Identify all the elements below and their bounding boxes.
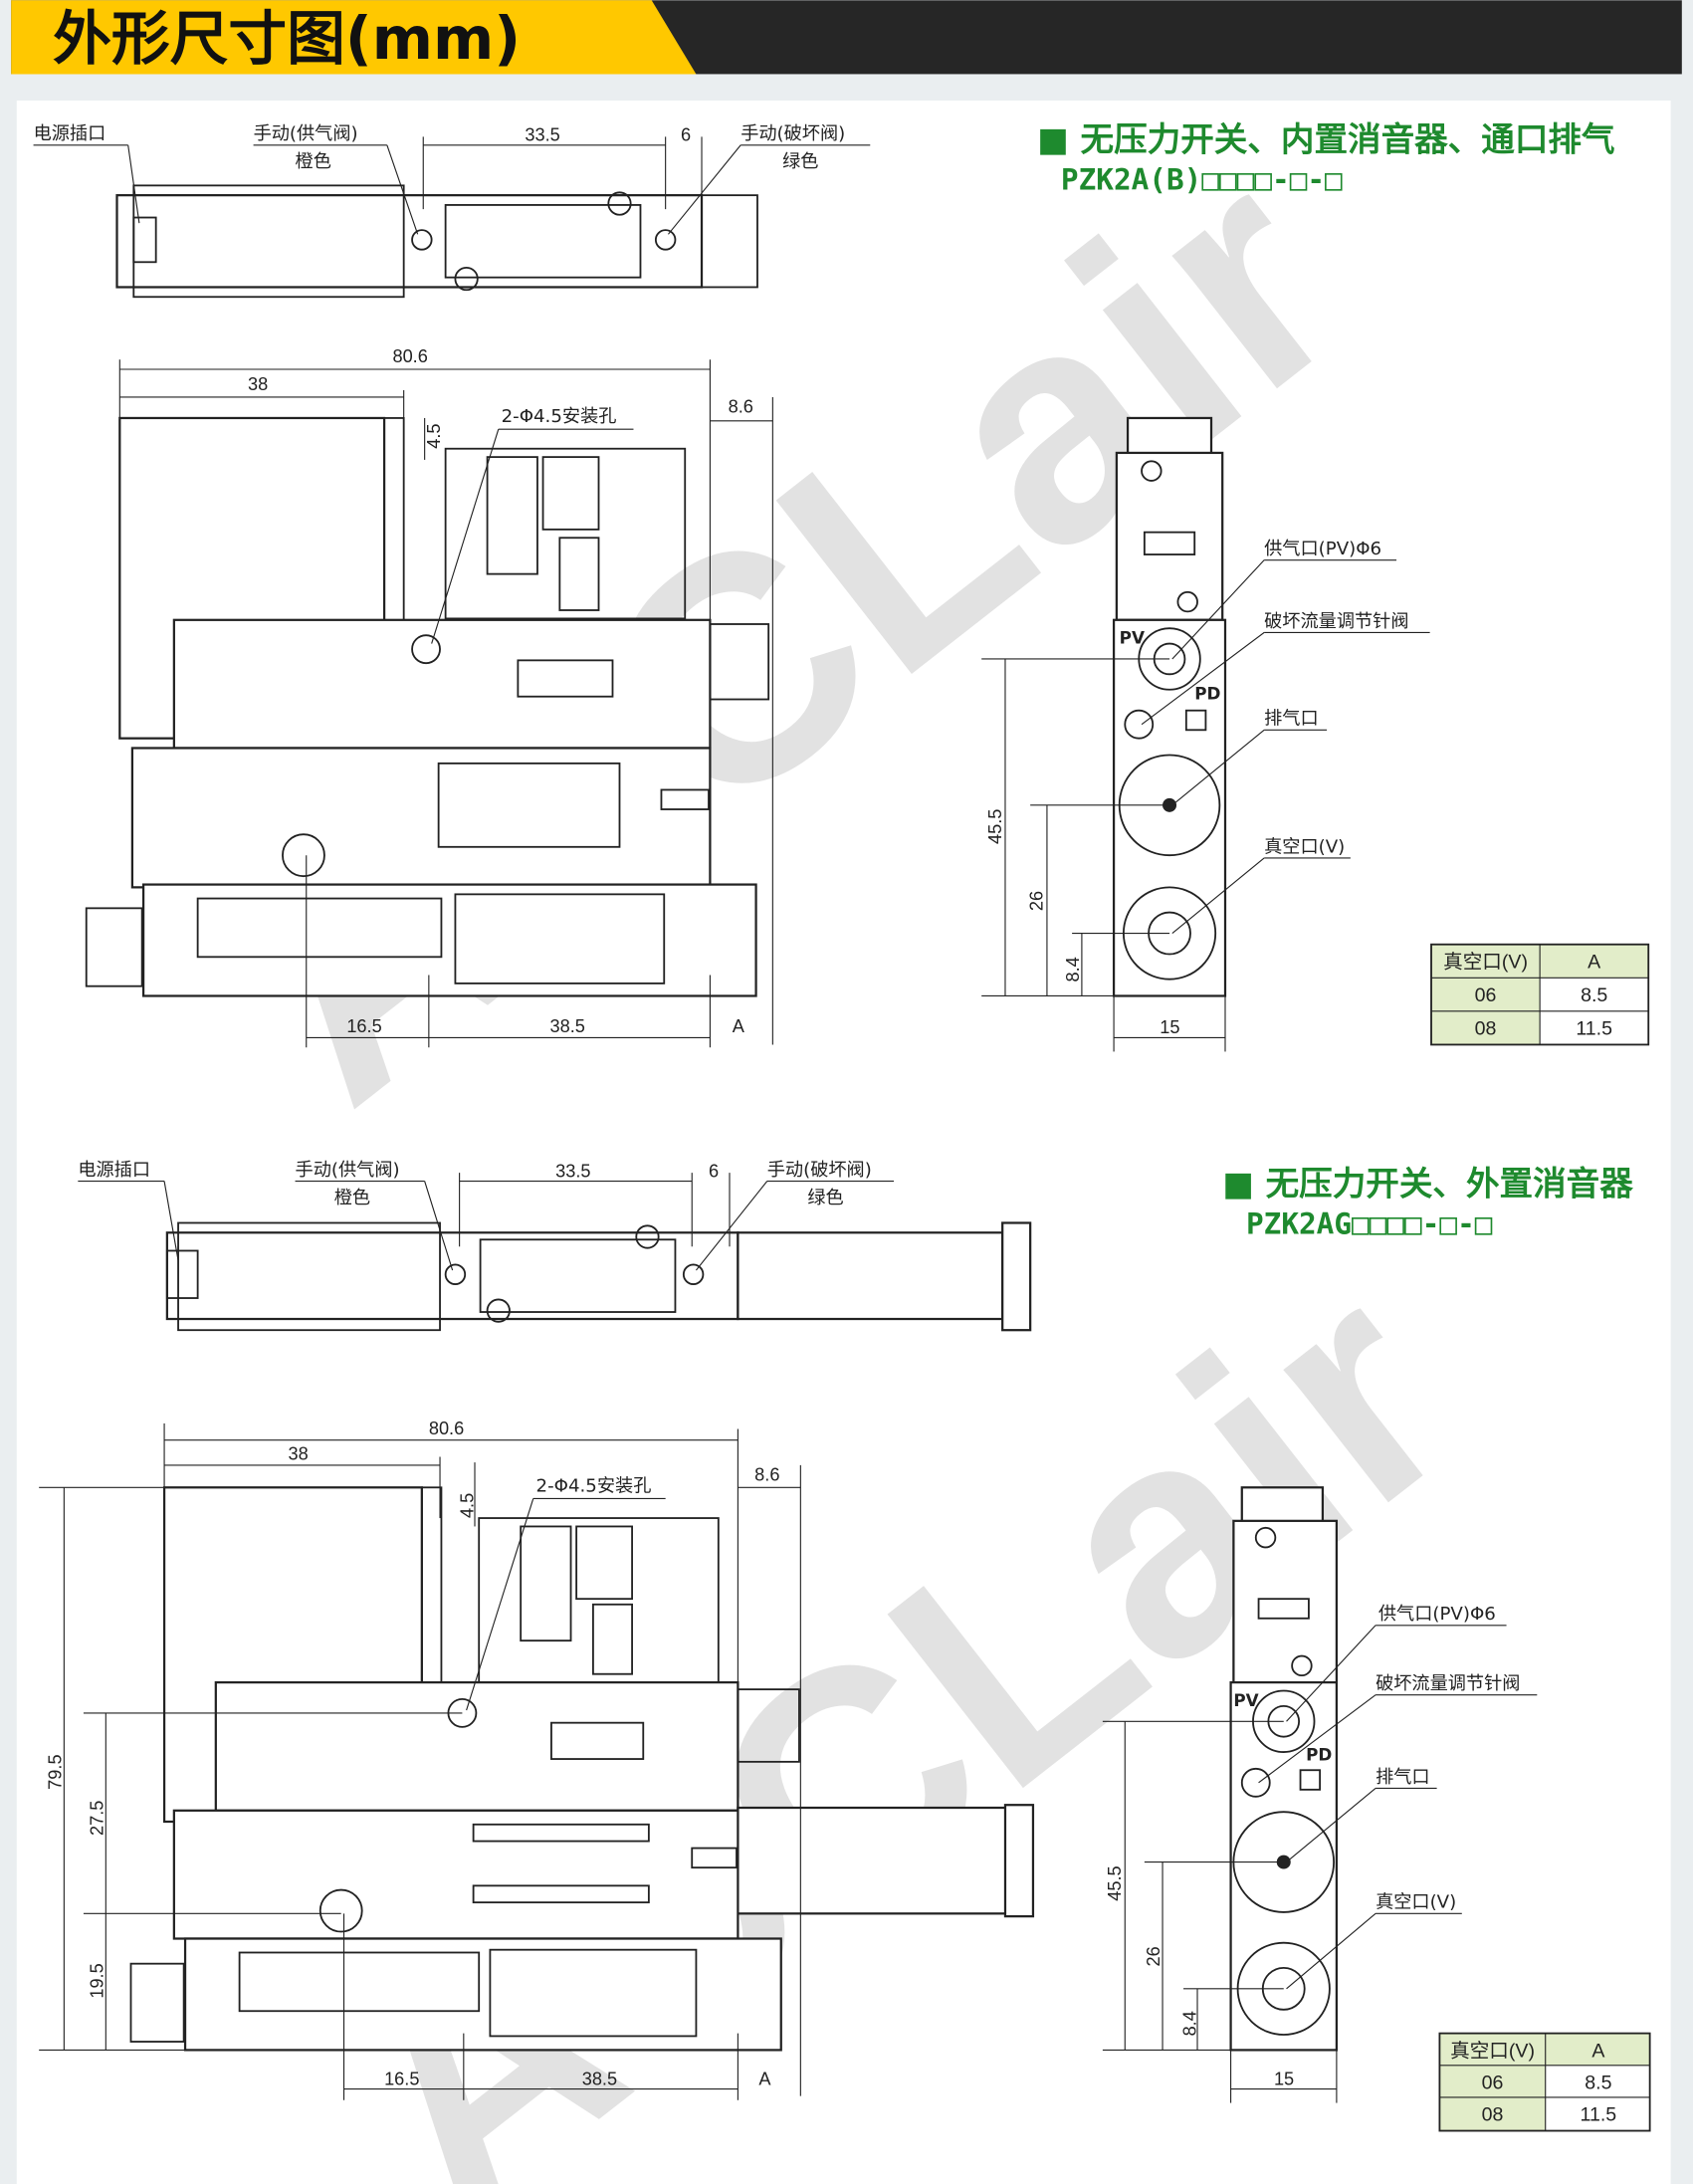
label-pd: PD xyxy=(1194,684,1220,704)
top-view-1: 电源插口 手动(供气阀) 橙色 33.5 6 手动(破坏阀) 绿色 xyxy=(33,123,871,299)
dim-19-5: 19.5 xyxy=(88,1963,107,1998)
dim-27-5: 27.5 xyxy=(88,1801,107,1836)
label-green: 绿色 xyxy=(807,1188,843,1208)
dim-8-4: 8.4 xyxy=(1180,2011,1200,2036)
dim-4-5: 4.5 xyxy=(424,423,444,448)
label-power-port: 电源插口 xyxy=(34,123,106,144)
dim-80-6: 80.6 xyxy=(429,1419,464,1438)
label-supply-port: 供气口(PV)Φ6 xyxy=(1264,539,1381,559)
label-needle-valve: 破坏流量调节针阀 xyxy=(1376,1673,1520,1694)
front-view-1: 80.6 38 8.6 4.5 2-Φ4.5安装孔 16.5 38.5 A xyxy=(85,346,773,1048)
dim-a: A xyxy=(733,1016,745,1036)
front-view-2: 80.6 38 8.6 4.5 2-Φ4.5安装孔 79.5 27.5 19.5… xyxy=(39,1419,1035,2100)
table-cell: 8.5 xyxy=(1581,984,1607,1006)
label-vacuum-port: 真空口(V) xyxy=(1264,836,1345,857)
dim-4-5: 4.5 xyxy=(458,1493,478,1518)
label-power-port: 电源插口 xyxy=(78,1160,150,1181)
dim-45-5: 45.5 xyxy=(985,809,1005,844)
label-manual-supply: 手动(供气阀) xyxy=(254,123,358,144)
side-view-1: PV PD 供气口(PV)Φ6 破坏流量调节针阀 排气口 真空口(V) 45.5… xyxy=(981,416,1430,1052)
table-cell: 11.5 xyxy=(1581,2104,1617,2126)
table-header: 真空口(V) xyxy=(1450,2040,1535,2062)
dim-8-4: 8.4 xyxy=(1063,957,1083,982)
label-mount-holes: 2-Φ4.5安装孔 xyxy=(502,406,617,427)
dim-80-6: 80.6 xyxy=(392,346,427,366)
label-needle-valve: 破坏流量调节针阀 xyxy=(1264,611,1408,632)
table-cell: 11.5 xyxy=(1576,1018,1612,1040)
page-title: 外形尺寸图(mm) xyxy=(53,4,521,73)
side-view-2: PV PD 供气口(PV)Φ6 破坏流量调节针阀 排气口 真空口(V) 45.5… xyxy=(1102,1486,1538,2103)
section2-title: ■ 无压力开关、外置消音器 xyxy=(1222,1165,1633,1203)
section1-title: ■ 无压力开关、内置消音器、通口排气 xyxy=(1037,119,1614,158)
dim-38-5: 38.5 xyxy=(550,1016,585,1036)
section2-model: PZK2AG□□□□-□-□ xyxy=(1246,1207,1493,1241)
dim-8-6: 8.6 xyxy=(729,396,753,416)
table-header: 真空口(V) xyxy=(1443,952,1528,974)
label-exhaust: 排气口 xyxy=(1376,1767,1430,1788)
table-header: A xyxy=(1591,2040,1605,2062)
dim-16-5: 16.5 xyxy=(384,2069,419,2088)
label-orange: 橙色 xyxy=(334,1188,370,1208)
dim-33-5: 33.5 xyxy=(525,125,559,145)
label-pd: PD xyxy=(1306,1744,1332,1764)
label-manual-break: 手动(破坏阀) xyxy=(741,123,845,144)
dim-a: A xyxy=(758,2069,771,2088)
label-pv: PV xyxy=(1233,1690,1258,1710)
dim-45-5: 45.5 xyxy=(1105,1865,1125,1900)
dim-16-5: 16.5 xyxy=(346,1016,381,1036)
table-header: A xyxy=(1587,952,1601,974)
port-size-table-2: 真空口(V) A 06 8.5 08 11.5 xyxy=(1438,2032,1651,2132)
dim-38: 38 xyxy=(289,1443,309,1463)
label-vacuum-port: 真空口(V) xyxy=(1376,1892,1456,1913)
dim-79-5: 79.5 xyxy=(46,1754,66,1789)
dim-26: 26 xyxy=(1144,1946,1164,1966)
dim-6: 6 xyxy=(681,125,691,145)
table-cell: 08 xyxy=(1482,2104,1504,2126)
label-supply-port: 供气口(PV)Φ6 xyxy=(1378,1604,1496,1625)
table-cell: 06 xyxy=(1482,2073,1504,2094)
label-orange: 橙色 xyxy=(296,151,331,172)
dim-6: 6 xyxy=(709,1161,719,1181)
label-manual-supply: 手动(供气阀) xyxy=(296,1160,400,1181)
table-cell: 06 xyxy=(1475,984,1497,1006)
label-mount-holes: 2-Φ4.5安装孔 xyxy=(536,1475,652,1496)
dim-33-5: 33.5 xyxy=(555,1161,590,1181)
header-yellow-band xyxy=(11,0,697,75)
dim-38: 38 xyxy=(248,374,268,394)
table-cell: 08 xyxy=(1475,1018,1497,1040)
dim-15: 15 xyxy=(1274,2069,1294,2088)
port-size-table-1: 真空口(V) A 06 8.5 08 11.5 xyxy=(1430,943,1650,1046)
label-pv: PV xyxy=(1120,628,1145,648)
label-manual-break: 手动(破坏阀) xyxy=(767,1160,872,1181)
section1-model: PZK2A(B)□□□□-□-□ xyxy=(1061,163,1343,197)
label-exhaust: 排气口 xyxy=(1264,709,1319,730)
dim-38-5: 38.5 xyxy=(582,2069,617,2088)
dim-26: 26 xyxy=(1027,891,1047,911)
dim-15: 15 xyxy=(1160,1017,1179,1037)
label-green: 绿色 xyxy=(782,151,818,172)
top-view-2: 电源插口 手动(供气阀) 橙色 33.5 6 手动(破坏阀) 绿色 xyxy=(78,1160,1032,1332)
dim-8-6: 8.6 xyxy=(754,1464,779,1484)
table-cell: 8.5 xyxy=(1585,2073,1611,2094)
